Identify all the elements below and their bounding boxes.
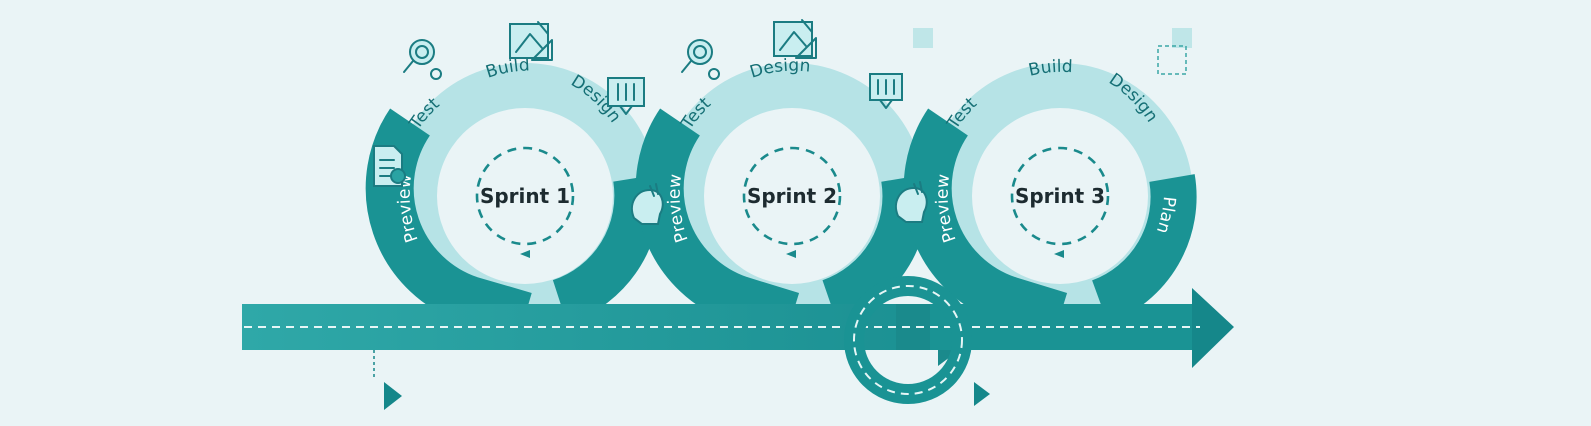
sprint-2-title: Sprint 2 (747, 184, 837, 208)
sprint-3-label-build: Build (1027, 57, 1073, 81)
sprint-3-title: Sprint 3 (1015, 184, 1105, 208)
magnifier-gear-icon (403, 39, 442, 80)
sprint-2-dashed-loop (742, 146, 842, 246)
sprint-3-loop-arrow (1054, 250, 1064, 258)
sprint-2-loop-arrow (786, 250, 796, 258)
document-icon (373, 145, 406, 187)
blueprint-ruler-icon (773, 19, 817, 59)
sprint-3-ring-dark-left (903, 108, 1068, 339)
timeline-road (242, 288, 1234, 368)
decor-square-outline (1157, 45, 1187, 75)
sprint-1-title: Sprint 1 (480, 184, 570, 208)
design-monitor-icon (869, 73, 903, 109)
sprint-2-inner (704, 108, 880, 284)
thinking-head-icon (631, 183, 664, 225)
design-monitor-icon (607, 77, 645, 115)
connector-loop (844, 276, 972, 404)
mid-marker-triangle (974, 382, 990, 406)
magnifier-gear-icon (681, 39, 720, 80)
connector-loop-dash (853, 285, 963, 395)
sprint-2-cycle (635, 63, 929, 339)
decor-square (1172, 28, 1192, 48)
sprint-3-dashed-loop (1010, 146, 1110, 246)
sprint-2-ring-dark-left (635, 108, 800, 339)
sprint-3-inner (972, 108, 1148, 284)
start-marker-triangle (384, 382, 402, 410)
sprint-1-inner (437, 108, 613, 284)
thinking-head-icon (895, 181, 928, 223)
sprint-1-loop-arrow (520, 250, 530, 258)
blueprint-ruler-icon (509, 21, 553, 61)
sprint-1-dashed-loop (475, 146, 575, 246)
road-end-arrowhead (1192, 288, 1234, 368)
decor-square (913, 28, 933, 48)
sprint-3-ring-dark-right (1091, 174, 1197, 324)
sprint-3-cycle (903, 63, 1197, 339)
